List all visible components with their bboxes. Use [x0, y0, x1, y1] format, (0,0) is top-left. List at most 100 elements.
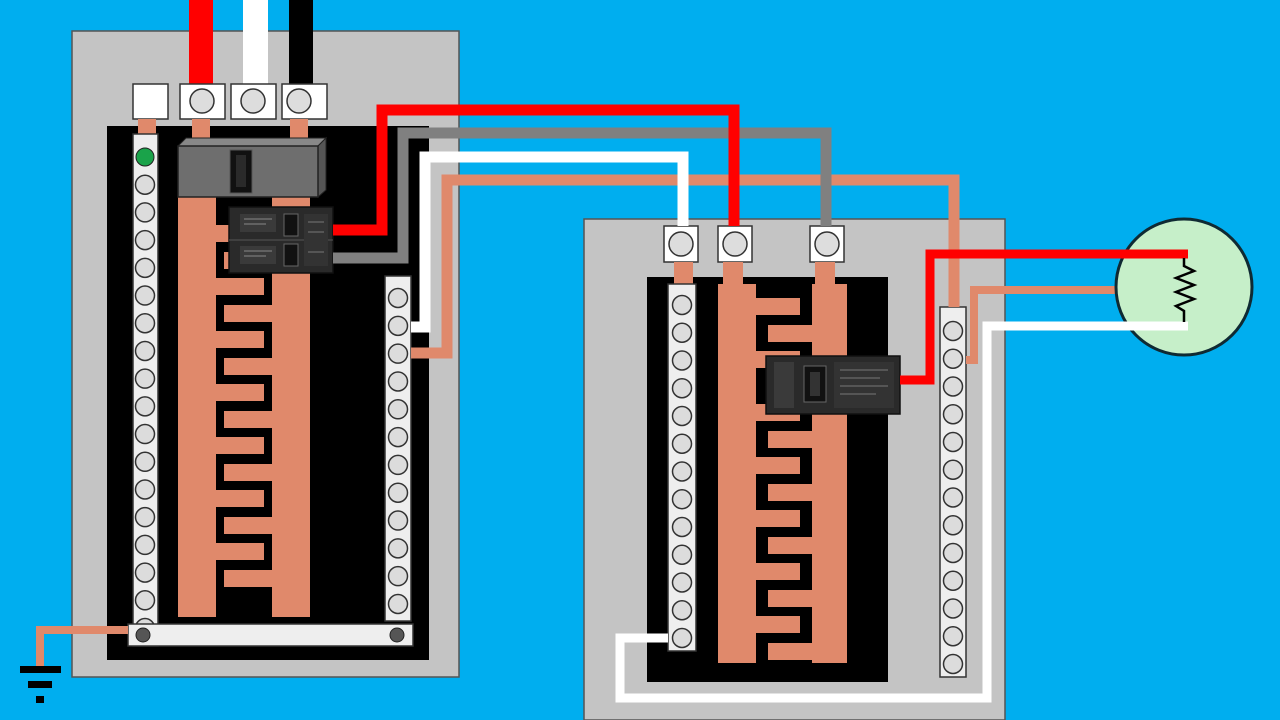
- terminal-screw: [942, 598, 964, 619]
- terminal-lug-icon: [668, 231, 694, 257]
- terminal-screw: [134, 312, 156, 334]
- terminal-screw: [387, 371, 409, 392]
- terminal-screw: [134, 506, 156, 528]
- terminal-screw: [942, 320, 964, 342]
- bonding-screw-indicator: [135, 147, 155, 167]
- main-ground-bar: [127, 623, 414, 647]
- bus-finger: [216, 437, 264, 454]
- bus-finger: [756, 457, 800, 474]
- sub-hot-lug: [717, 225, 753, 263]
- terminal-screw: [387, 287, 409, 309]
- branch-ground-wire: [966, 286, 1120, 364]
- earth-ground: [20, 626, 128, 703]
- terminal-screw: [671, 461, 693, 482]
- bus-finger: [768, 484, 812, 501]
- main-lug: [230, 83, 277, 120]
- neutral-bar-connector: [138, 119, 156, 137]
- resistor-icon: [1172, 258, 1198, 322]
- bus-finger: [224, 411, 272, 428]
- terminal-screw: [134, 423, 156, 445]
- feeder-hot-gray-wire: [333, 127, 832, 264]
- bus-bar-left: [718, 284, 756, 663]
- terminal-screw: [387, 538, 409, 559]
- bus-connector: [674, 262, 693, 284]
- feeder-wires: [333, 104, 960, 359]
- terminal-screw: [134, 534, 156, 556]
- bus-finger: [756, 616, 800, 633]
- terminal-screw: [387, 510, 409, 531]
- terminal-screw: [387, 593, 409, 615]
- sub-hot-lug: [809, 225, 845, 263]
- terminal-screw: [134, 174, 156, 195]
- sub-panel: [583, 218, 1006, 720]
- terminal-screw: [387, 315, 409, 337]
- branch-hot-wire: [900, 249, 1188, 385]
- bus-finger: [768, 325, 812, 342]
- ground-bar-screw: [389, 627, 405, 643]
- ground-symbol-icon: [20, 666, 61, 703]
- terminal-lug-icon: [240, 88, 266, 114]
- terminal-screw: [387, 343, 409, 364]
- terminal-screw: [134, 285, 156, 306]
- bus-finger: [224, 305, 272, 322]
- service-hot-black-conductor: [289, 0, 313, 90]
- terminal-screw: [942, 459, 964, 480]
- terminal-screw: [134, 368, 156, 389]
- bus-finger: [216, 543, 264, 560]
- branch-circuit: [615, 249, 1188, 703]
- bus-finger: [224, 358, 272, 375]
- terminal-screw: [942, 626, 964, 647]
- bus-finger: [756, 510, 800, 527]
- terminal-screw: [671, 294, 693, 316]
- bus-finger: [768, 431, 812, 448]
- terminal-screw: [671, 572, 693, 593]
- bus-connector: [723, 262, 743, 288]
- feeder-neutral-wire: [411, 151, 689, 333]
- terminal-screw: [942, 376, 964, 397]
- bus-finger: [756, 298, 800, 315]
- terminal-lug-icon: [189, 88, 215, 114]
- main-lug: [281, 83, 328, 120]
- terminal-screw: [942, 431, 964, 453]
- terminal-screw: [134, 202, 156, 223]
- bus-finger: [768, 537, 812, 554]
- load-circle: [1114, 217, 1254, 357]
- terminal-screw: [671, 433, 693, 454]
- neutral-lug-block: [132, 83, 169, 120]
- sub-bus-bars: [718, 284, 847, 663]
- bus-finger: [216, 278, 264, 295]
- bus-finger: [224, 517, 272, 534]
- terminal-screw: [387, 565, 409, 587]
- terminal-screw: [671, 350, 693, 371]
- terminal-screw: [134, 396, 156, 417]
- terminal-screw: [671, 516, 693, 538]
- terminal-screw: [942, 653, 964, 675]
- terminal-lug-icon: [722, 231, 748, 257]
- main-lug: [179, 83, 226, 120]
- circuit-breaker-icon: [228, 206, 334, 274]
- bus-finger: [756, 563, 800, 580]
- sub-ground-bar-screws: [942, 320, 964, 675]
- bus-finger: [224, 570, 272, 587]
- sub-neutral-bar-screws: [671, 294, 693, 649]
- bus-finger: [216, 490, 264, 507]
- sub-neutral-lug: [663, 225, 699, 263]
- terminal-screw: [942, 542, 964, 564]
- feeder-ground-wire: [411, 174, 960, 359]
- terminal-lug-icon: [286, 88, 312, 114]
- main-neutral-bar-screws: [134, 174, 156, 639]
- terminal-screw: [671, 378, 693, 399]
- ground-bar-screw: [135, 627, 151, 643]
- terminal-screw: [942, 404, 964, 425]
- terminal-screw: [387, 454, 409, 476]
- bus-connector: [815, 262, 835, 288]
- terminal-screw: [134, 562, 156, 583]
- terminal-screw: [671, 627, 693, 649]
- circuit-breaker-icon: [765, 355, 901, 415]
- terminal-screw: [942, 487, 964, 508]
- load: [1114, 217, 1254, 357]
- terminal-screw: [671, 405, 693, 427]
- terminal-screw: [671, 600, 693, 621]
- bus-bar-right: [812, 284, 847, 663]
